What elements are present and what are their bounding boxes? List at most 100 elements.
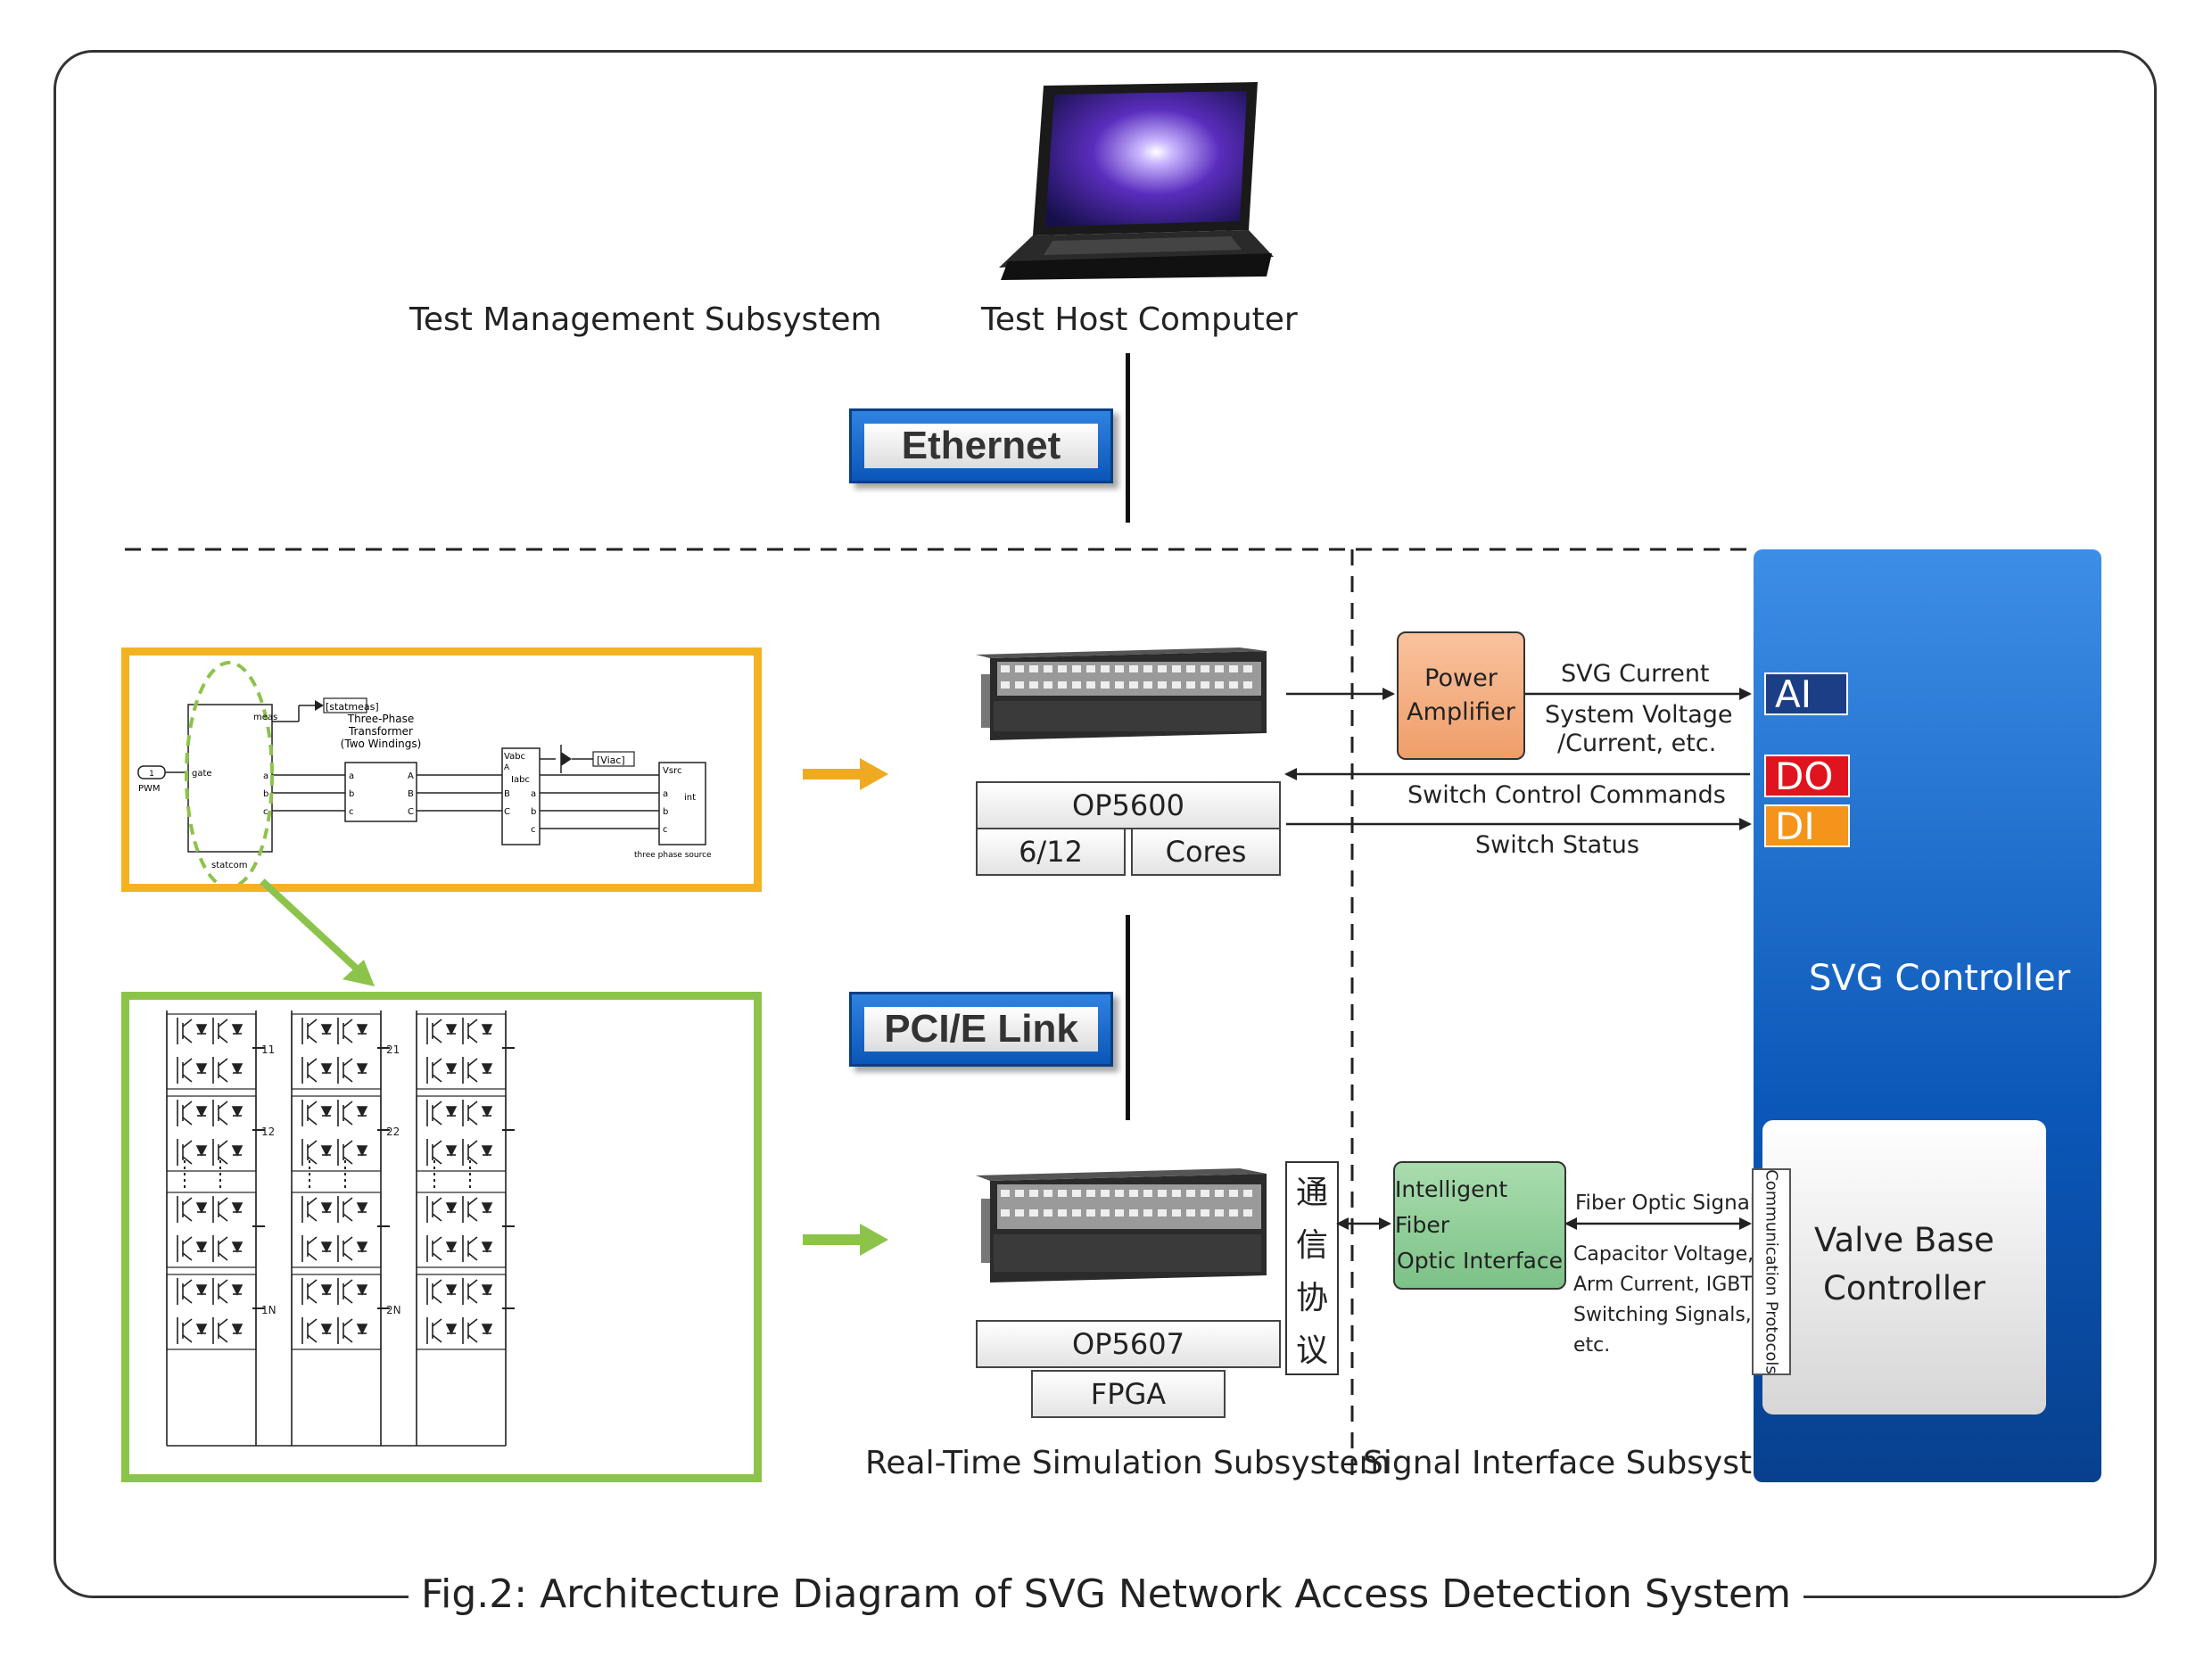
igbt-switch-47 (462, 1317, 493, 1344)
ethernet-banner: Ethernet (849, 408, 1113, 483)
xfmr-label-1: Three-Phase (347, 713, 415, 725)
igbt-switch-2 (177, 1057, 208, 1084)
cn-char-3: 协 (1295, 1279, 1328, 1316)
ai-port: AI (1764, 672, 1848, 716)
pwm-number: 1 (149, 770, 154, 779)
igbt-switch-35 (462, 1057, 493, 1084)
igbt-switch-12 (177, 1278, 208, 1305)
orange-arrow (803, 758, 888, 790)
igbt-switch-39 (462, 1139, 493, 1166)
xfmr-port-b: b (349, 789, 354, 799)
system-voltage-line1: System Voltage (1545, 701, 1733, 729)
igbt-switch-40 (426, 1196, 458, 1223)
igbt-switch-31 (337, 1317, 368, 1344)
submodule-1-0 (291, 1013, 382, 1090)
do-port: DO (1764, 755, 1850, 798)
laptop-icon (999, 82, 1274, 280)
valve-base-line1: Valve Base (1814, 1221, 1994, 1259)
igbt-switch-11 (212, 1235, 243, 1262)
vm-port-a: a (531, 789, 536, 799)
igbt-switch-27 (337, 1235, 368, 1262)
pwm-label: PWM (138, 784, 161, 794)
fiber-interface-line1: Intelligent Fiber (1395, 1176, 1508, 1238)
real-time-simulation-label: Real-Time Simulation Subsystem (865, 1445, 1391, 1481)
test-management-label: Test Management Subsystem (409, 301, 882, 338)
igbt-switch-41 (462, 1196, 493, 1223)
op5600-core-count: 6/12 (976, 828, 1126, 876)
mmc-label-4: 22 (386, 1126, 400, 1138)
fiber-interface-line2: Optic Interface (1397, 1248, 1563, 1274)
cn-char-1: 通 (1295, 1174, 1328, 1211)
capacitor-line1: Capacitor Voltage, (1573, 1243, 1754, 1266)
igbt-switch-45 (462, 1278, 493, 1305)
pcie-link-line (1126, 915, 1130, 1120)
igbt-switch-15 (212, 1317, 243, 1344)
communication-protocols-label: Communication Protocols (1762, 1169, 1781, 1374)
igbt-switch-38 (426, 1139, 458, 1166)
vabc-label: Vabc (504, 752, 525, 762)
vm-port-b: b (531, 807, 536, 817)
igbt-switch-32 (426, 1018, 458, 1044)
simulink-model-frame: [statmeas] meas Three-Phase Transformer … (121, 647, 762, 892)
ethernet-link-line (1126, 353, 1130, 523)
xfmr-port-c: c (349, 807, 354, 817)
cn-char-2: 信 (1295, 1226, 1328, 1264)
mmc-label-3: 21 (386, 1043, 400, 1056)
xfmr-label-2: Transformer (348, 725, 413, 738)
submodule-1-1 (291, 1095, 382, 1172)
ethernet-label: Ethernet (864, 424, 1098, 468)
signal-interface-label: Signal Interface Subsystem (1363, 1445, 1803, 1481)
igbt-switch-29 (337, 1278, 368, 1305)
valve-base-controller-box: Valve Base Controller (1762, 1120, 2046, 1414)
igbt-switch-43 (462, 1235, 493, 1262)
pcie-label: PCI/E Link (864, 1007, 1098, 1052)
mmc-label-2: 1N (261, 1304, 276, 1316)
valve-base-line2: Controller (1822, 1269, 1985, 1307)
igbt-switch-6 (177, 1139, 208, 1166)
igbt-switch-26 (301, 1235, 333, 1262)
fiber-optic-label: Fiber Optic Signals (1575, 1192, 1767, 1215)
igbt-switch-25 (337, 1196, 368, 1223)
submodule-0-1 (166, 1095, 257, 1172)
svg-current-label: SVG Current (1561, 660, 1710, 688)
power-amplifier-line1: Power (1424, 664, 1498, 692)
statmeas-tag: [statmeas] (326, 701, 379, 713)
submodule-0-0 (166, 1013, 257, 1090)
submodule-1-3 (291, 1274, 382, 1350)
igbt-switch-19 (337, 1057, 368, 1084)
vm-port-B: B (504, 789, 510, 799)
igbt-switch-21 (337, 1100, 368, 1126)
host-computer-label: Test Host Computer (981, 301, 1298, 338)
igbt-switch-44 (426, 1278, 458, 1305)
igbt-switch-4 (177, 1100, 208, 1126)
igbt-switch-18 (301, 1057, 333, 1084)
capacitor-line2: Arm Current, IGBT (1573, 1274, 1753, 1296)
comm-protocol-box: 通 信 协 议 (1285, 1161, 1339, 1375)
igbt-switch-28 (301, 1278, 333, 1305)
igbt-switch-23 (337, 1139, 368, 1166)
igbt-switch-3 (212, 1057, 243, 1084)
viac-tag: [Viac] (597, 755, 625, 766)
op5607-chassis-icon (976, 1168, 1267, 1282)
igbt-switch-14 (177, 1317, 208, 1344)
xfmr-port-C: C (408, 807, 414, 817)
xfmr-label-3: (Two Windings) (341, 738, 422, 750)
expand-arrow (260, 878, 375, 986)
mmc-label-1: 12 (261, 1126, 275, 1138)
submodule-0-2 (166, 1192, 257, 1268)
submodule-2-1 (416, 1095, 507, 1172)
igbt-switch-46 (426, 1317, 458, 1344)
int-label: int (684, 793, 696, 803)
op5607-fpga-label: FPGA (1031, 1370, 1226, 1418)
igbt-switch-5 (212, 1100, 243, 1126)
igbt-switch-42 (426, 1235, 458, 1262)
cn-char-4: 议 (1295, 1332, 1328, 1369)
mmc-label-5: 2N (386, 1304, 401, 1316)
igbt-switch-37 (462, 1100, 493, 1126)
gate-port-label: gate (192, 769, 212, 779)
submodule-1-2 (291, 1192, 382, 1268)
port-c-out: c (263, 807, 268, 817)
op5600-cores-label: Cores (1131, 828, 1281, 876)
system-voltage-line2: /Current, etc. (1557, 730, 1717, 757)
